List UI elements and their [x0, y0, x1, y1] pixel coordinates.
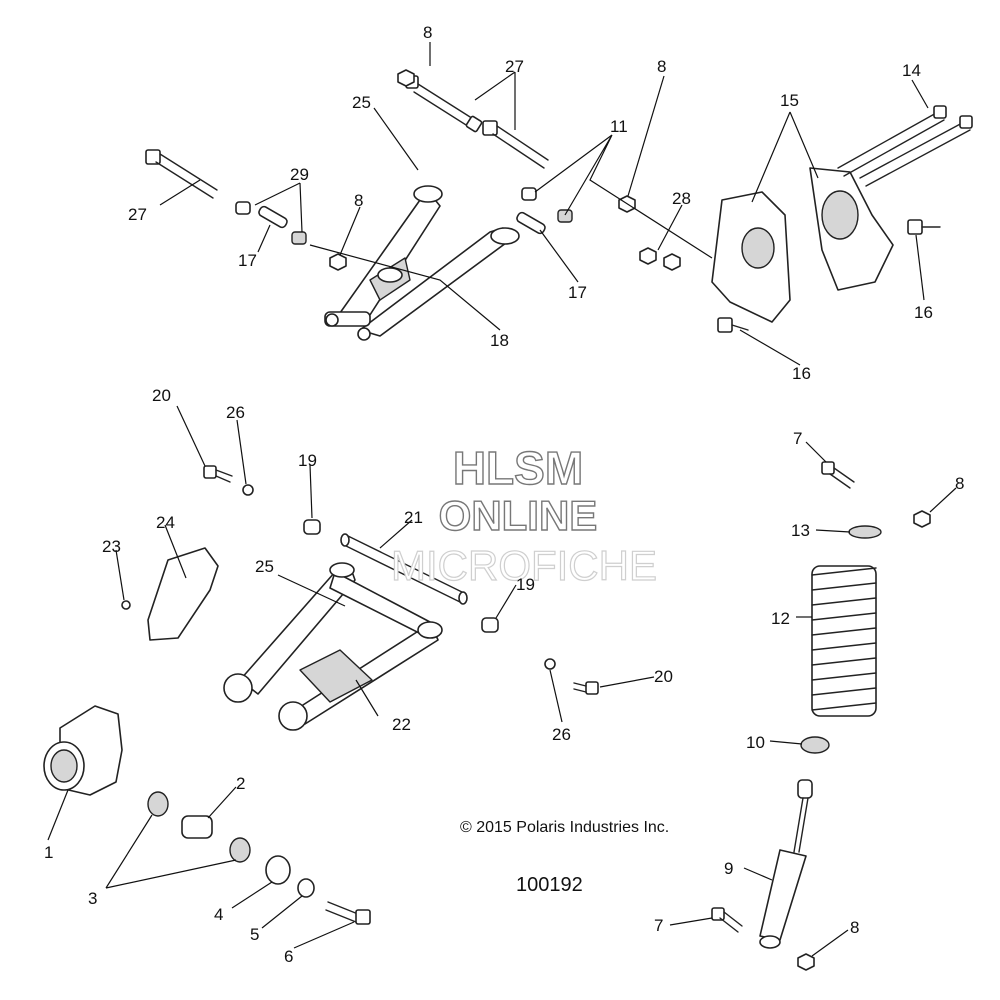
callout-20-right[interactable]: 20: [654, 667, 673, 686]
nut-8-shock-bottom: [797, 953, 815, 971]
callout-28[interactable]: 28: [672, 189, 691, 208]
callout-27-top[interactable]: 27: [505, 57, 524, 76]
guard-24: [147, 547, 219, 641]
callout-19-left[interactable]: 19: [298, 451, 317, 470]
bolt-20-right: [573, 681, 599, 695]
washer-26-right: [544, 658, 556, 670]
pin-17-right: [516, 211, 546, 235]
bolt-16-lower: [717, 317, 749, 333]
callout-25-upper[interactable]: 25: [352, 93, 371, 112]
spacer-2: [181, 815, 213, 839]
retainer-10: [800, 736, 830, 754]
bushing-11-a: [521, 187, 537, 201]
callout-20-left[interactable]: 20: [152, 386, 171, 405]
bolt-14: [837, 105, 973, 187]
callout-15[interactable]: 15: [780, 91, 799, 110]
nut-28-b: [663, 253, 681, 271]
callout-12[interactable]: 12: [771, 609, 790, 628]
callout-17-right[interactable]: 17: [568, 283, 587, 302]
callout-24[interactable]: 24: [156, 513, 175, 532]
watermark: HLSM ONLINE MICROFICHE: [390, 441, 657, 589]
callout-17-left[interactable]: 17: [238, 251, 257, 270]
bracket-15-left: [711, 191, 791, 323]
callout-9[interactable]: 9: [724, 859, 733, 878]
nut-8-shock-top: [913, 510, 931, 528]
shaft-21: [340, 533, 468, 605]
bolt-20-left: [203, 465, 233, 483]
callout-21[interactable]: 21: [404, 508, 423, 527]
bearing-carrier-1: [43, 705, 123, 796]
washer-26-left: [242, 484, 254, 496]
callout-19-right[interactable]: 19: [516, 575, 535, 594]
bushing-3-b: [229, 837, 251, 863]
callout-4[interactable]: 4: [214, 905, 223, 924]
callout-7-bottom[interactable]: 7: [654, 916, 663, 935]
callout-5[interactable]: 5: [250, 925, 259, 944]
nut-28-a: [639, 247, 657, 265]
callout-26-left[interactable]: 26: [226, 403, 245, 422]
nut-8-top: [397, 69, 415, 87]
retainer-13: [848, 525, 882, 539]
callout-22[interactable]: 22: [392, 715, 411, 734]
copyright-notice: © 2015 Polaris Industries Inc.: [460, 819, 669, 836]
shock-9: [759, 779, 813, 949]
bushing-29-a: [235, 201, 251, 215]
callout-16-lower[interactable]: 16: [792, 364, 811, 383]
spring-12: [811, 565, 877, 717]
callout-27-left[interactable]: 27: [128, 205, 147, 224]
bushing-3-a: [147, 791, 169, 817]
callout-2[interactable]: 2: [236, 774, 245, 793]
callout-numbers: 8 27 8 14 25 15 11 29 8 28 27 17 17 16 1…: [44, 23, 964, 966]
callout-3[interactable]: 3: [88, 889, 97, 908]
callout-8-shock-top[interactable]: 8: [955, 474, 964, 493]
callout-8-shock-bottom[interactable]: 8: [850, 918, 859, 937]
leader-lines: [47, 42, 957, 957]
callout-26-right[interactable]: 26: [552, 725, 571, 744]
bushing-19-left: [303, 519, 321, 535]
callout-23[interactable]: 23: [102, 537, 121, 556]
callout-10[interactable]: 10: [746, 733, 765, 752]
washer-4: [265, 855, 291, 885]
bolt-27-left: [145, 149, 218, 199]
upper-a-arm-18: [324, 185, 520, 341]
bolt-7-top: [821, 461, 855, 489]
bushing-19-right: [481, 617, 499, 633]
watermark-line-1: HLSM: [453, 442, 583, 494]
bolt-7-bottom: [711, 907, 743, 933]
bolt-16-right: [907, 219, 941, 235]
bolt-27-lower-right: [482, 120, 549, 169]
bolt-6: [325, 901, 371, 925]
callout-29[interactable]: 29: [290, 165, 309, 184]
callout-14[interactable]: 14: [902, 61, 921, 80]
pin-17-left: [258, 205, 288, 229]
callout-7-top[interactable]: 7: [793, 429, 802, 448]
callout-6[interactable]: 6: [284, 947, 293, 966]
nut-8-upper-arm: [329, 253, 347, 271]
washer-5: [297, 878, 315, 898]
bracket-15-right: [809, 167, 894, 291]
bushing-11-b: [557, 209, 573, 223]
callout-8-upper-arm[interactable]: 8: [354, 191, 363, 210]
screw-23: [121, 600, 131, 610]
callout-11[interactable]: 11: [610, 117, 628, 136]
callout-25-lower[interactable]: 25: [255, 557, 274, 576]
watermark-line-2: ONLINE: [439, 492, 598, 539]
bushing-29-b: [291, 231, 307, 245]
lower-a-arm-22: [223, 562, 443, 731]
bolt-27-upper: [405, 75, 483, 133]
parts-illustration: [43, 69, 973, 971]
callout-8-upper-mid[interactable]: 8: [657, 57, 666, 76]
callout-18[interactable]: 18: [490, 331, 509, 350]
callout-16-right[interactable]: 16: [914, 303, 933, 322]
callout-8-top[interactable]: 8: [423, 23, 432, 42]
drawing-number: 100192: [516, 874, 583, 896]
callout-13[interactable]: 13: [791, 521, 810, 540]
watermark-line-3: MICROFICHE: [391, 542, 657, 589]
callout-1[interactable]: 1: [44, 843, 53, 862]
